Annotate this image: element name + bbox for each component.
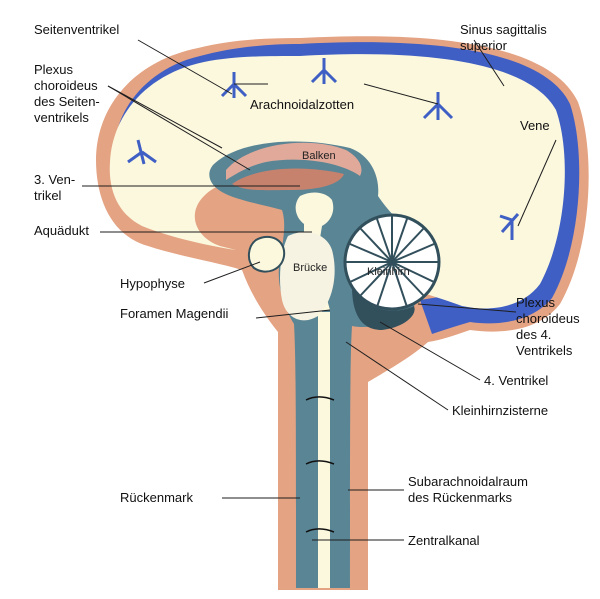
label-subarachnoidalraum: Subarachnoidalraum des Rückenmarks bbox=[408, 474, 528, 506]
label-bruecke: Brücke bbox=[293, 262, 327, 274]
hypophysis bbox=[249, 237, 284, 272]
label-zentralkanal: Zentralkanal bbox=[408, 533, 480, 549]
label-aquaedukt: Aquädukt bbox=[34, 223, 89, 239]
spinal-canal bbox=[318, 312, 330, 588]
label-rueckenmark: Rückenmark bbox=[120, 490, 193, 506]
label-kleinhirn: Kleinhirn bbox=[367, 266, 410, 278]
label-sinus-sagittalis: Sinus sagittalis superior bbox=[460, 22, 547, 54]
label-seitenventrikel: Seitenventrikel bbox=[34, 22, 119, 38]
label-kleinhirnzisterne: Kleinhirnzisterne bbox=[452, 403, 548, 419]
label-3-ventrikel: 3. Ven- trikel bbox=[34, 172, 75, 204]
label-balken: Balken bbox=[302, 150, 336, 162]
label-foramen-magendii: Foramen Magendii bbox=[120, 306, 228, 322]
label-plexus-4-ventrikel: Plexus choroideus des 4. Ventrikels bbox=[516, 295, 580, 359]
label-vene: Vene bbox=[520, 118, 550, 134]
label-arachnoidalzotten: Arachnoidalzotten bbox=[250, 97, 354, 113]
label-hypophyse: Hypophyse bbox=[120, 276, 185, 292]
label-plexus-seitenventrikel: Plexus choroideus des Seiten- ventrikels bbox=[34, 62, 100, 126]
label-4-ventrikel: 4. Ventrikel bbox=[484, 373, 548, 389]
